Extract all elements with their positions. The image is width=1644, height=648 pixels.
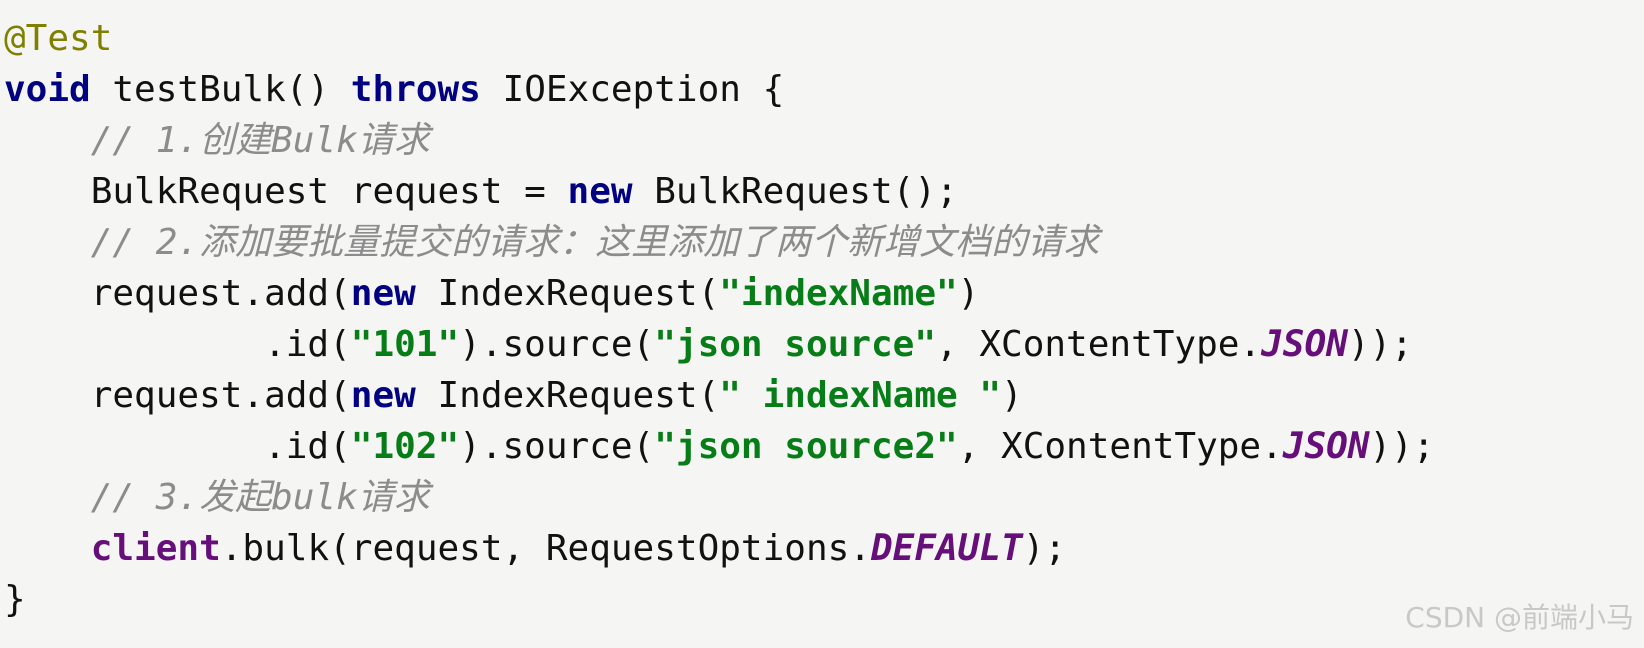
code-line-add-1: request.add(new IndexRequest("indexName"… <box>4 267 980 321</box>
code-line-close-brace: } <box>4 573 26 627</box>
plain-token: BulkRequest request = <box>4 171 568 212</box>
string-literal: "json source2" <box>654 426 958 467</box>
field-client: client <box>90 528 221 569</box>
exception-type: IOException { <box>480 69 785 110</box>
plain-token: ) <box>957 273 980 314</box>
string-literal: "json source" <box>654 324 936 365</box>
plain-token: ).source( <box>459 324 655 365</box>
keyword-throws: throws <box>350 69 481 110</box>
plain-token: .id( <box>4 426 351 467</box>
plain-token: ).source( <box>459 426 655 467</box>
watermark: CSDN @前端小马 <box>1405 601 1634 634</box>
plain-token: , XContentType. <box>957 426 1283 467</box>
keyword-new: new <box>567 171 633 212</box>
code-line-comment-3: // 3.发起bulk请求 <box>4 471 430 525</box>
plain-token: , XContentType. <box>936 324 1262 365</box>
plain-token: request.add( <box>4 273 351 314</box>
keyword-void: void <box>4 69 91 110</box>
code-line-signature: void testBulk() throws IOException { <box>4 63 784 117</box>
string-literal: "102" <box>350 426 460 467</box>
comment-token: // 1.创建Bulk请求 <box>4 120 430 161</box>
plain-token: ); <box>1022 528 1067 569</box>
code-line-comment-1: // 1.创建Bulk请求 <box>4 114 430 168</box>
code-line-add-1-cont: .id("101").source("json source", XConten… <box>4 318 1413 372</box>
code-line-create-request: BulkRequest request = new BulkRequest(); <box>4 165 958 219</box>
plain-token: IndexRequest( <box>415 375 720 416</box>
indent <box>4 528 91 569</box>
static-field: JSON <box>1282 426 1370 467</box>
code-line-add-2: request.add(new IndexRequest(" indexName… <box>4 369 1023 423</box>
plain-token: )); <box>1369 426 1435 467</box>
code-line-comment-2: // 2.添加要批量提交的请求：这里添加了两个新增文档的请求 <box>4 216 1099 270</box>
string-literal: "101" <box>350 324 460 365</box>
plain-token: )); <box>1347 324 1413 365</box>
plain-token: BulkRequest(); <box>632 171 958 212</box>
plain-token: ) <box>1001 375 1023 416</box>
plain-token: .id( <box>4 324 351 365</box>
comment-token: // 2.添加要批量提交的请求：这里添加了两个新增文档的请求 <box>4 222 1100 263</box>
string-literal: "indexName" <box>719 273 958 314</box>
closing-brace: } <box>4 579 26 620</box>
comment-token: // 3.发起bulk请求 <box>4 477 430 518</box>
method-name: testBulk() <box>90 69 351 110</box>
code-line-annotation: @Test <box>4 12 112 66</box>
keyword-new: new <box>350 375 416 416</box>
annotation-token: @Test <box>4 18 113 59</box>
code-line-add-2-cont: .id("102").source("json source2", XConte… <box>4 420 1435 474</box>
string-literal: " indexName " <box>719 375 1002 416</box>
keyword-new: new <box>350 273 416 314</box>
static-field: JSON <box>1261 324 1348 365</box>
plain-token: request.add( <box>4 375 351 416</box>
code-line-bulk-call: client.bulk(request, RequestOptions.DEFA… <box>4 522 1066 576</box>
plain-token: .bulk(request, RequestOptions. <box>220 528 871 569</box>
static-field: DEFAULT <box>870 528 1023 569</box>
plain-token: IndexRequest( <box>415 273 720 314</box>
